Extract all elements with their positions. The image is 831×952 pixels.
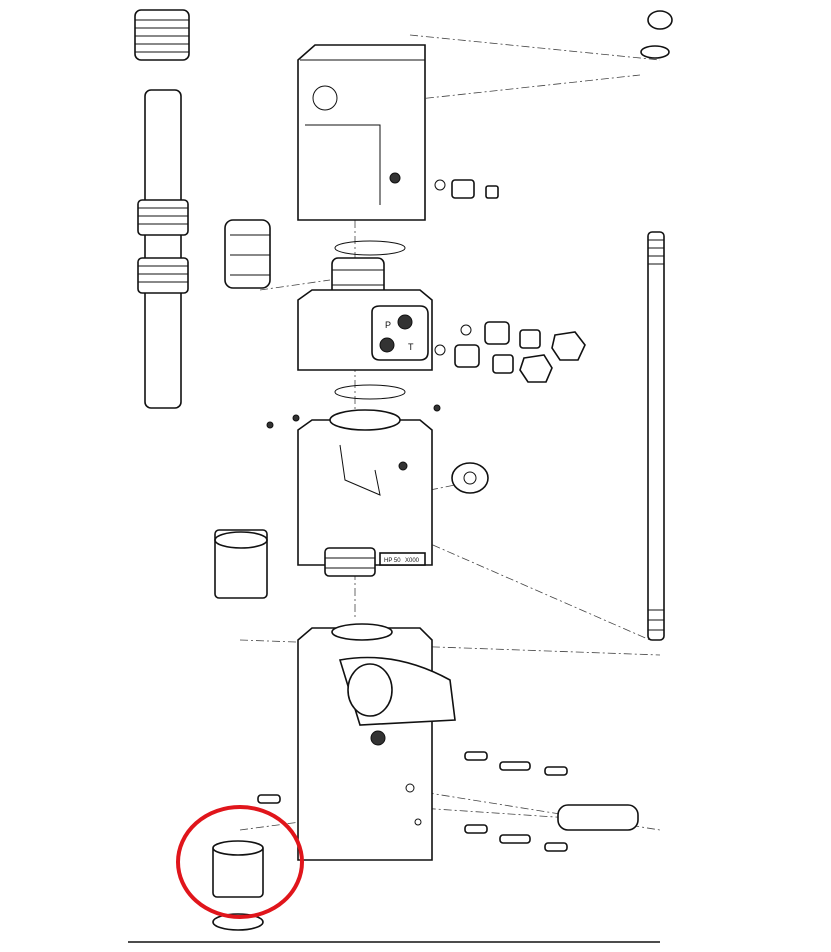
plate-text-serial: X000 — [405, 558, 420, 564]
o-ring — [334, 240, 406, 256]
middle-valve-block: P T — [297, 289, 586, 383]
highlight-circle — [176, 805, 304, 919]
eye-bolt — [451, 462, 489, 494]
tie-rod — [640, 10, 673, 641]
pins — [257, 751, 639, 852]
port-fittings — [434, 321, 586, 383]
o-ring — [334, 384, 406, 400]
port-label-t: T — [408, 342, 414, 352]
piston-rod — [134, 9, 190, 409]
port-label-p: P — [385, 320, 391, 330]
plate-text-model: HP 50 — [384, 558, 401, 564]
lower-valve-block: HP 50 X000 — [266, 404, 489, 577]
upper-valve-block — [297, 44, 499, 221]
bushing — [212, 840, 264, 931]
base-block — [257, 623, 639, 861]
plug-fitting — [434, 179, 499, 199]
sleeve — [214, 529, 268, 599]
